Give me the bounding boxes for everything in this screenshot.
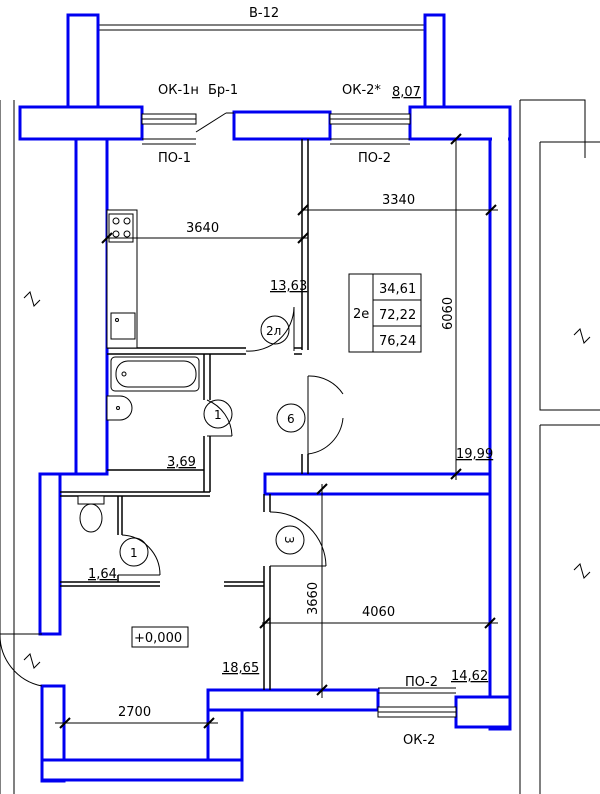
level-mark: +0,000: [134, 631, 182, 646]
bedroom-depth-dim: 3660: [306, 582, 321, 615]
door-mark-bathroom: 1: [214, 408, 222, 422]
toilet-bowl: [79, 503, 103, 533]
room-depth-dim: 6060: [441, 297, 456, 330]
door-mark-kitchen: 2л: [266, 324, 281, 338]
kitchen-width-dim: 3640: [186, 221, 219, 236]
living-room-area: 19,99: [456, 447, 493, 462]
living-area-value: 34,61: [379, 282, 416, 297]
adjacent-structure-lines: [0, 99, 600, 794]
hall-width-dim: 2700: [118, 705, 151, 720]
hall-area: 18,65: [222, 661, 259, 676]
door-mark-bedroom: 3: [282, 536, 296, 544]
bedroom-area: 14,62: [451, 669, 488, 684]
wc-area: 1,64: [88, 567, 117, 582]
kitchen-area: 13,63: [270, 279, 307, 294]
sill-po2-top-label: ПО-2: [358, 151, 391, 166]
fixtures: [77, 209, 200, 533]
balcony: [98, 24, 425, 31]
windows: [141, 113, 457, 718]
doors: [0, 112, 344, 687]
window-ok2-bottom-label: ОК-2: [403, 733, 435, 748]
door-marks: [119, 315, 306, 567]
window-ok2-top-label: ОК-2*: [342, 83, 381, 98]
area-table: [348, 273, 422, 353]
total-area-value: 72,22: [379, 308, 416, 323]
bathroom-area: 3,69: [167, 455, 196, 470]
text-labels: В-12 ОК-1н Бр-1 ОК-2* 8,07 ПО-1 ПО-2 364…: [88, 6, 493, 748]
window-ok1n-label: ОК-1н: [158, 83, 199, 98]
door-br1-label: Бр-1: [208, 83, 238, 98]
kitchen-sink: [110, 312, 136, 340]
sill-po1-label: ПО-1: [158, 151, 191, 166]
balcony-area-label: 8,07: [392, 85, 421, 100]
total-with-balcony-value: 76,24: [379, 334, 416, 349]
balcony-label: В-12: [249, 6, 279, 21]
sill-po2-bottom-label: ПО-2: [405, 675, 438, 690]
level-mark-box: [131, 626, 189, 648]
bedroom-width-dim: 4060: [362, 605, 395, 620]
door-mark-living: 6: [287, 412, 295, 426]
door-mark-wc: 1: [130, 546, 138, 560]
toilet-tank: [77, 495, 105, 505]
room-width-dim: 3340: [382, 193, 415, 208]
dimension-lines: [55, 133, 498, 729]
partitions: [60, 139, 309, 690]
apartment-type: 2е: [353, 307, 369, 322]
